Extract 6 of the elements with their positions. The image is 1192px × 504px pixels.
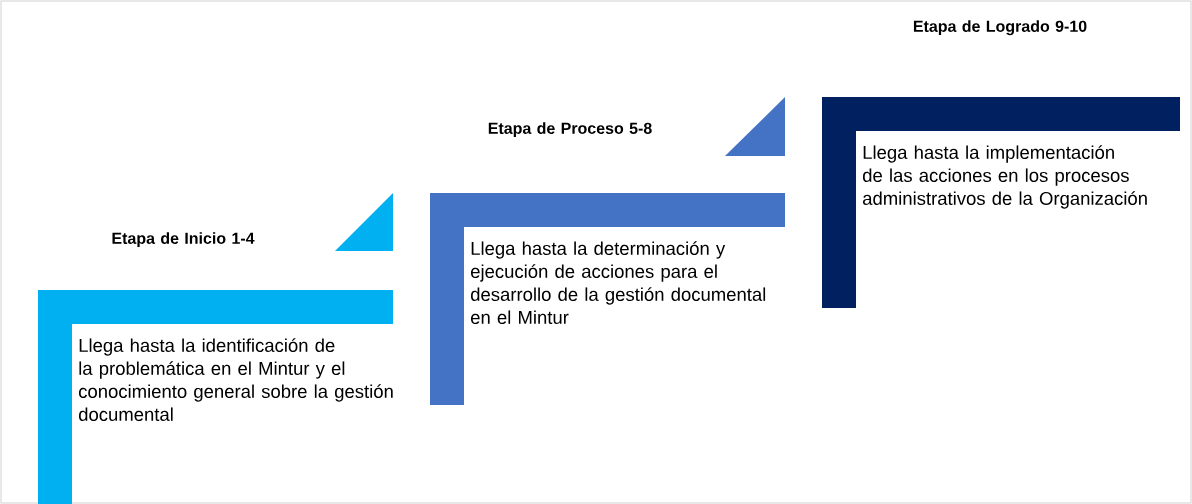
- stage-description: Llega hasta la identificación de la problemática en el Mintur y el conocimiento general sobre la gestión documental: [79, 338, 393, 421]
- stage-heading: Etapa de Logrado 9-10: [913, 20, 1087, 36]
- stage-description: Llega hasta la determinación y ejecución de acciones para el desarrollo de la gestión documental en el Mintur: [471, 241, 766, 324]
- stage-description: Llega hasta la implementación de las acciones en los procesos administrativos de la Organización: [863, 145, 1147, 209]
- stage-heading: Etapa de Inicio 1-4: [112, 232, 255, 248]
- stage-heading: Etapa de Proceso 5-8: [488, 122, 652, 138]
